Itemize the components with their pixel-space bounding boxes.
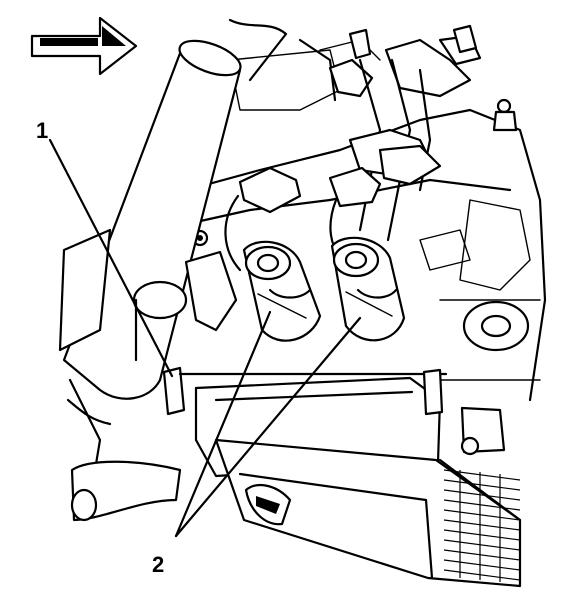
callout-2: 2 <box>152 552 164 577</box>
module-connector-pins <box>443 469 521 582</box>
harness-connectors-top <box>328 24 518 242</box>
callout-1: 1 <box>36 118 48 143</box>
radiator-hose <box>58 18 288 522</box>
leader-lines <box>48 138 362 538</box>
sensor-left <box>224 166 322 342</box>
engine-block <box>148 38 547 402</box>
arrow-right-icon <box>30 16 138 76</box>
sensor-right <box>328 166 406 342</box>
control-module <box>194 368 522 588</box>
